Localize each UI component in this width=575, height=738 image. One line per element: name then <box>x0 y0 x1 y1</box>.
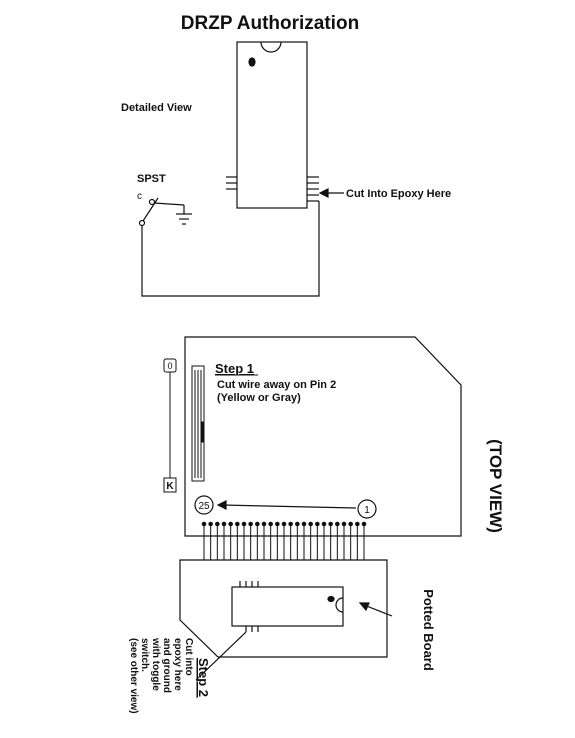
step1-line1: Cut wire away on Pin 2 <box>217 379 336 391</box>
pin-head <box>268 521 273 527</box>
step2-heading: Step 2 <box>196 658 211 697</box>
pin-head <box>315 521 320 527</box>
ground-icon <box>176 205 192 225</box>
pin-25-label: 25 <box>198 501 210 512</box>
step1-line2: (Yellow or Gray) <box>217 392 301 404</box>
potted-board-label: Potted Board <box>421 589 436 671</box>
spst-switch <box>138 197 185 227</box>
step2-text-block: Cut into epoxy here and ground with togg… <box>128 637 194 714</box>
pin-head <box>208 521 213 527</box>
step2-block: Step 2 <box>196 658 211 698</box>
pin-head <box>361 521 367 527</box>
pin-head <box>275 521 280 527</box>
pin-head <box>281 521 287 527</box>
pin-head <box>228 521 233 527</box>
pin-head <box>235 521 240 527</box>
edge-connector <box>191 365 205 482</box>
ic-chip-potted <box>231 581 344 632</box>
diagram-title: DRZP Authorization <box>181 13 359 34</box>
pin-25-marker: 25 <box>194 495 214 515</box>
pin-head <box>221 521 227 527</box>
pin-head <box>348 521 353 527</box>
step2-line-1: Cut into <box>183 638 194 676</box>
pin-head <box>241 521 247 527</box>
step2-line-4: with toggle <box>150 637 161 691</box>
step2-leader-line <box>195 631 247 681</box>
spst-label: SPST <box>137 173 166 185</box>
pin-head <box>248 521 253 527</box>
pin-row <box>201 521 367 560</box>
top-view-label: (TOP VIEW) <box>486 439 505 533</box>
step2-line-2: epoxy here <box>172 638 183 691</box>
pin-head <box>341 521 347 527</box>
slider-bottom-marker: K <box>166 481 174 492</box>
step2-line-3: and ground <box>161 638 172 693</box>
pin-head <box>261 521 267 527</box>
slider-top-marker: 0 <box>167 361 172 371</box>
pin-head <box>301 521 307 527</box>
pin-head <box>328 521 333 527</box>
pin-head <box>288 521 293 527</box>
pin-head <box>215 521 220 527</box>
pin-head <box>308 521 313 527</box>
pin-head <box>335 521 340 527</box>
spst-wire <box>141 201 320 297</box>
cut-epoxy-arrow <box>318 188 344 198</box>
step2-line-6: (see other view) <box>128 638 139 714</box>
pin-head <box>201 521 207 527</box>
step1-heading: Step 1 <box>215 361 254 376</box>
slider-track <box>163 358 177 493</box>
pin-head <box>321 521 327 527</box>
potted-board-arrow <box>358 602 393 617</box>
cut-epoxy-label: Cut Into Epoxy Here <box>346 188 451 200</box>
pin-1-label: 1 <box>364 505 370 516</box>
pin-head <box>255 521 260 527</box>
spst-c-label: c <box>137 191 142 202</box>
pin-head <box>355 521 360 527</box>
pin-head <box>295 521 300 527</box>
pin-1-marker: 1 <box>357 499 377 519</box>
ic-chip-detailed <box>226 41 319 209</box>
pin-direction-arrow <box>216 500 357 510</box>
detailed-view-label: Detailed View <box>121 102 192 114</box>
step2-line-5: switch. <box>139 638 150 672</box>
main-circuit-board <box>184 336 462 537</box>
